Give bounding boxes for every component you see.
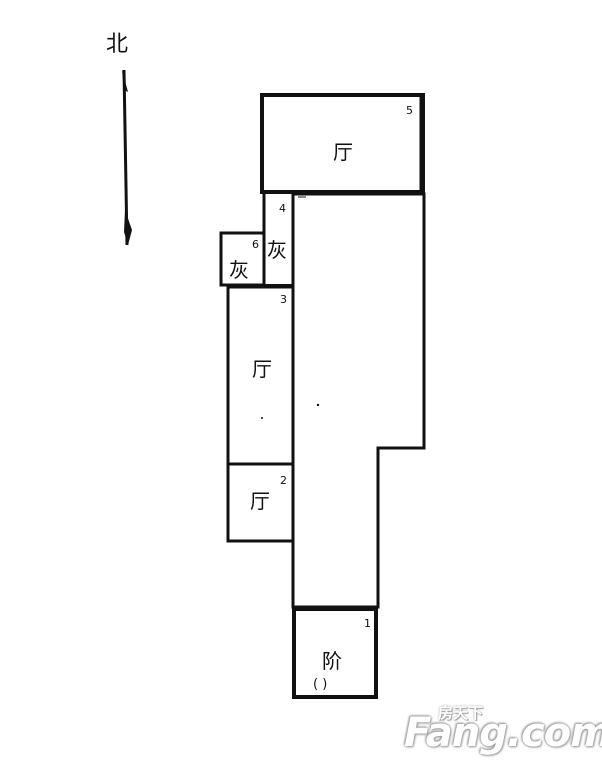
watermark-sub: 房天下 bbox=[438, 704, 484, 722]
room-middle-number: 3 bbox=[280, 293, 287, 306]
room-middle-label: 厅 bbox=[252, 357, 272, 381]
room-small-right-number: 4 bbox=[279, 202, 286, 215]
north-label: 北 bbox=[106, 32, 129, 57]
room-lower-number: 2 bbox=[280, 474, 287, 487]
room-lower-wall bbox=[226, 462, 295, 543]
watermark-logo: 房天下 Fang.com bbox=[404, 700, 602, 760]
main-hall-wall bbox=[291, 192, 426, 609]
room-lower-label: 厅 bbox=[250, 489, 270, 513]
watermark-main: Fang.com bbox=[404, 710, 602, 756]
room-entrance-label: 阶 bbox=[322, 649, 342, 673]
room-small-left-label: 灰 bbox=[229, 258, 249, 282]
room-entrance-number: 1 bbox=[364, 617, 371, 630]
room-small-left-number: 6 bbox=[252, 238, 259, 251]
room-entrance-sublabel: ( ) bbox=[313, 677, 328, 692]
room-small-right-label: 灰 bbox=[267, 238, 287, 262]
north-arrow-icon bbox=[122, 69, 132, 246]
room-top-number: 5 bbox=[406, 104, 413, 117]
room-top-label: 厅 bbox=[333, 140, 353, 164]
